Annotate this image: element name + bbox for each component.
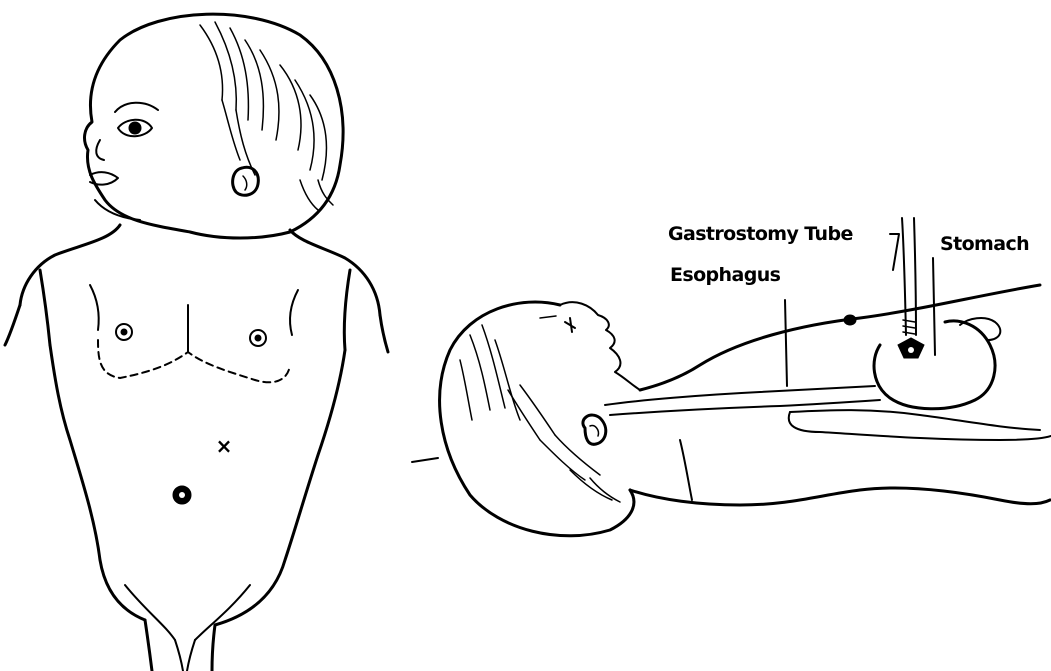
infant-side-body-top bbox=[640, 285, 1040, 390]
gastrostomy-site-x-mark: × bbox=[216, 434, 233, 458]
gastrostomy-tube bbox=[898, 218, 924, 358]
infant-side-head bbox=[440, 302, 634, 536]
infant-side-face bbox=[560, 302, 640, 390]
stomach-label: Stomach bbox=[940, 233, 1029, 255]
infant-side-arm bbox=[790, 410, 1040, 430]
infant-front-nipple-left bbox=[116, 324, 132, 340]
esophagus-pointer bbox=[785, 300, 787, 386]
stomach-pointer bbox=[933, 258, 935, 355]
infant-side-body-bottom bbox=[630, 488, 1050, 505]
infant-front-groin bbox=[125, 585, 250, 640]
esophagus-label: Esophagus bbox=[670, 264, 781, 286]
infant-front-neck bbox=[20, 225, 120, 305]
infant-side-surface bbox=[412, 458, 438, 462]
infant-front-nose bbox=[96, 140, 104, 160]
infant-front-right-arm bbox=[380, 315, 388, 352]
infant-side-nipple bbox=[844, 315, 856, 325]
gastrostomy-tube-label: Gastrostomy Tube bbox=[668, 223, 853, 245]
infant-front-hair bbox=[200, 22, 333, 210]
infant-front-left-arm bbox=[5, 305, 20, 345]
infant-front-nipple-right bbox=[250, 330, 266, 346]
infant-side-ear bbox=[583, 415, 606, 444]
infant-front-navel bbox=[173, 486, 191, 504]
infant-front-mouth bbox=[90, 172, 118, 184]
infant-front-torso bbox=[50, 345, 145, 620]
infant-front-view: × bbox=[5, 14, 388, 671]
infant-side-hair bbox=[460, 325, 620, 502]
infant-side-eye bbox=[565, 318, 575, 332]
gastrostomy-tube-pointer bbox=[890, 234, 899, 270]
